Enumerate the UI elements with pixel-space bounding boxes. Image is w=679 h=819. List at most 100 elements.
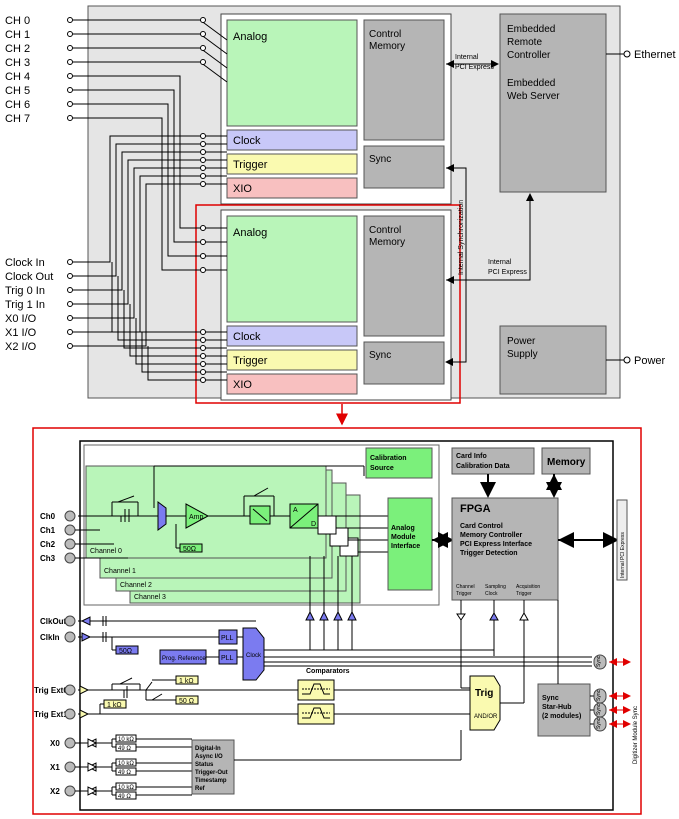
top-input-label-7: CH 7 (5, 113, 30, 125)
internal-pci-label: Internal PCI Express (620, 532, 626, 578)
clkout-label: ClkOut (40, 617, 67, 626)
top-bottom-input-label-3: Trig 1 In (5, 299, 45, 311)
fpga-port-sampling-clock: Sampling Clock (485, 584, 507, 597)
card-info-label: Card Info Calibration Data (456, 453, 510, 470)
comparators-label: Comparators (306, 668, 350, 675)
module-2-memory-label: Memory (369, 237, 405, 248)
x-res-10k-label-0: 10 kΩ (118, 737, 134, 743)
power-connector-icon (623, 356, 631, 364)
channel-2-label: Channel 2 (120, 582, 152, 589)
card-info (451, 447, 535, 475)
module-1-trigger (226, 153, 358, 175)
clkin-arrow-icon (81, 632, 92, 642)
power-supply-label: Power Supply (507, 336, 538, 360)
module-1-sync-label: Sync (369, 154, 391, 165)
module-2-trigger (226, 349, 358, 371)
pll-2-label: PLL (221, 655, 234, 662)
r50-c-label: 50 Ω (179, 698, 194, 705)
top-input-terminal-icon (67, 45, 73, 51)
fpga-port-acquisition-trigger: Acquisition Trigger (516, 584, 542, 597)
top-input-label-6: CH 6 (5, 99, 30, 111)
x-port-label-0: X0 (50, 739, 60, 748)
resistor-50-a (179, 543, 203, 553)
channel-connector-icon (64, 552, 76, 564)
resistor-50-c (175, 695, 199, 705)
module-2-analog (226, 215, 358, 323)
channel-3-label: Channel 3 (134, 594, 166, 601)
r50-b-label: 50Ω (119, 648, 132, 655)
x-res-10k-label-2: 10 kΩ (118, 785, 134, 791)
trig-ext1-label: Trig Ext1 (34, 710, 68, 719)
clock-mux (242, 627, 265, 681)
module-2-xio-label: XIO (233, 379, 252, 391)
power-supply (499, 325, 607, 395)
pll-1-label: PLL (221, 635, 234, 642)
digital-io-label: Digital-In Async I/O Status Trigger-Out … (195, 746, 229, 792)
top-bottom-input-label-0: Clock In (5, 257, 45, 269)
comparator-2-icon (297, 703, 335, 725)
x-port-label-2: X2 (50, 787, 60, 796)
module-2-clock-label: Clock (233, 331, 261, 343)
top-input-label-5: CH 5 (5, 85, 30, 97)
trig-andor-block (469, 675, 501, 731)
top-input-terminal-icon (67, 31, 73, 37)
channel-input-label-0: Ch0 (40, 512, 56, 521)
module-2-analog-label: Analog (233, 227, 267, 239)
fpga-port-channel-trigger: Channel Trigger (456, 584, 476, 597)
trig-ext1-connector-icon (64, 708, 76, 720)
sync-connector-icon (593, 654, 607, 670)
top-input-label-3: CH 3 (5, 57, 30, 69)
r50-a-label: 50Ω (183, 546, 196, 553)
channel-0-board (85, 465, 327, 559)
analog-module-interface (387, 497, 433, 591)
trig-ext0-connector-icon (64, 684, 76, 696)
module-1-control-label: Control (369, 29, 401, 40)
memory-label: Memory (547, 457, 586, 468)
prog-reference-label: Prog. Reference (162, 656, 206, 662)
analog-module-interface-label: Analog Module Interface (391, 525, 420, 550)
top-input-label-0: CH 0 (5, 15, 30, 27)
top-input-terminal-icon (67, 115, 73, 121)
module-2-sync (363, 341, 445, 385)
memory-block (541, 447, 591, 475)
adc-a-label: A (293, 507, 298, 514)
channel-input-label-1: Ch1 (40, 526, 56, 535)
top-bottom-input-label-1: Clock Out (5, 271, 53, 283)
channel-input-label-3: Ch3 (40, 554, 56, 563)
sync-connector-label-2: Sync (596, 703, 602, 715)
sync-star-hub-label: Sync Star-Hub (2 modules) (542, 695, 581, 720)
module-1-xio-label: XIO (233, 183, 252, 195)
top-bottom-input-terminal-icon (67, 343, 73, 349)
top-bottom-input-terminal-icon (67, 287, 73, 293)
module-2-highlight (195, 204, 461, 404)
trig-label: Trig (475, 688, 493, 699)
module-1-clock-label: Clock (233, 135, 261, 147)
embedded-controller-label: Embedded Remote Controller Embedded Web … (507, 24, 560, 102)
top-bottom-input-label-5: X1 I/O (5, 327, 37, 339)
top-input-terminal-icon (67, 87, 73, 93)
module-1-analog-label: Analog (233, 31, 267, 43)
top-bottom-input-terminal-icon (67, 301, 73, 307)
top-bottom-input-terminal-icon (67, 259, 73, 265)
module-1-analog (226, 19, 358, 127)
trig-ext0-arrow-icon (79, 685, 90, 695)
clkin-label: ClkIn (40, 633, 60, 642)
amp-label: Amp (189, 514, 204, 521)
r1k-b-label: 1 kΩ (107, 702, 122, 709)
x-port-connector-icon (64, 761, 76, 773)
x-res-49-label-1: 49 Ω (118, 770, 131, 776)
channel-0-label: Channel 0 (90, 548, 122, 555)
clock-mux-label: Clock (246, 653, 262, 659)
sync-connector-label-0: Sync (596, 655, 602, 667)
r1k-a-label: 1 kΩ (179, 678, 194, 685)
module-1-control-memory (363, 19, 445, 141)
module-1-xio (226, 177, 358, 199)
x-port-label-1: X1 (50, 763, 60, 772)
clkin-connector-icon (64, 631, 76, 643)
top-bottom-input-terminal-icon (67, 273, 73, 279)
